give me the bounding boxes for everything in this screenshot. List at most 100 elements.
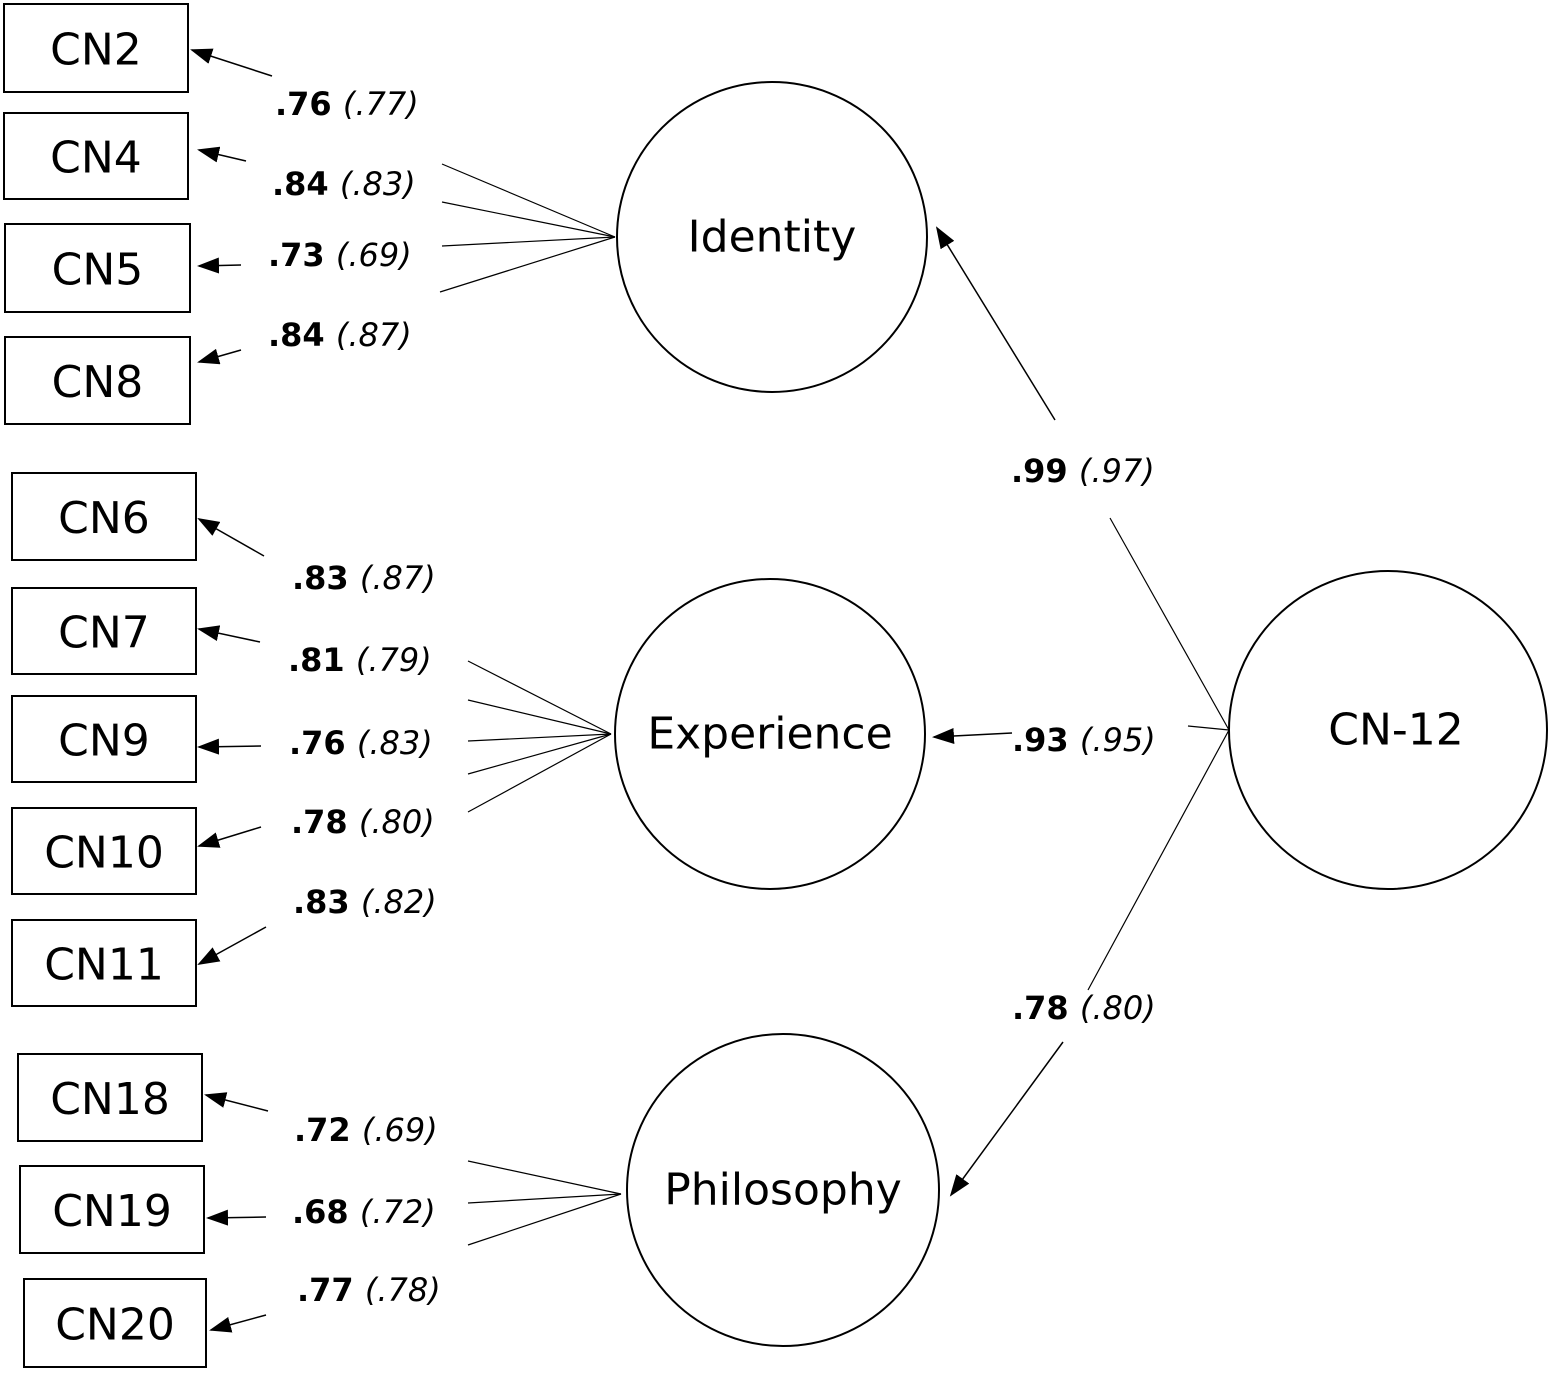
philosophy-fan-line [467,1193,622,1246]
cn11-loading-value: .83 [293,883,361,921]
cn6-indicator-label: CN6 [58,493,150,544]
cn9-loading-alt-value: (.83) [357,724,433,762]
cn9-indicator-box [11,695,197,783]
cn11-indicator-box [11,919,197,1007]
cn8-indicator-box [4,336,191,425]
philosophy-second-order-arrow [949,1041,1064,1197]
cn5-indicator-box [4,223,191,313]
cn5-loading-alt-value: (.69) [336,236,412,274]
philosophy-second-order-alt-value: (.80) [1080,989,1156,1027]
philosophy-second-order-line [1087,729,1230,991]
cn20-loading-arrow [209,1314,267,1333]
cn10-loading-value: .78 [291,803,359,841]
experience-factor-label: Experience [647,709,892,760]
cn-12-second-order-circle [1228,570,1548,890]
diagram-shapes: IdentityCN2CN4CN5CN8ExperienceCN6CN7CN9C… [3,3,1548,1368]
identity-fan-line [439,236,616,293]
cn6-loading-label: .83 (.87) [292,559,436,597]
cn5-loading-value: .73 [268,236,336,274]
cn9-loading-arrow [197,738,262,755]
philosophy-factor-label: Philosophy [664,1165,902,1216]
cn7-indicator-box [11,587,197,675]
cn4-loading-alt-value: (.83) [340,165,416,203]
cn11-indicator-label: CN11 [44,940,164,991]
identity-factor-label: Identity [688,212,857,263]
cn4-loading-arrow [197,146,247,163]
cn2-indicator-label: CN2 [50,25,142,76]
cn20-indicator-label: CN20 [55,1300,175,1351]
cn11-loading-label: .83 (.82) [293,883,437,921]
cn7-loading-alt-value: (.79) [356,641,432,679]
cn10-indicator-label: CN10 [44,828,164,879]
cn20-loading-alt-value: (.78) [365,1271,441,1309]
cn19-indicator-box [19,1165,205,1254]
cn2-loading-label: .76 (.77) [275,85,419,123]
cn5-indicator-label: CN5 [52,245,144,296]
cn-12-second-order-label: CN-12 [1328,705,1464,756]
cn18-loading-value: .72 [294,1111,362,1149]
cn11-loading-alt-value: (.82) [361,883,437,921]
cn20-loading-label: .77 (.78) [297,1271,441,1309]
cn10-indicator-box [11,807,197,895]
experience-second-order-label: .93 (.95) [1012,721,1156,759]
philosophy-fan-line [467,1160,622,1195]
cn18-indicator-box [17,1053,203,1142]
coefficient-labels: .76 (.77).84 (.83).73 (.69).84 (.87).99 … [268,85,1156,1309]
cn10-loading-label: .78 (.80) [291,803,435,841]
cn6-loading-arrow [197,518,265,557]
philosophy-second-order-value: .78 [1012,989,1080,1027]
experience-fan-line [467,699,612,735]
experience-second-order-arrow [932,727,1013,744]
experience-fan-line [467,733,612,742]
experience-factor-circle [614,578,926,890]
philosophy-factor-circle [626,1033,940,1347]
cn2-loading-arrow [190,48,273,77]
cn2-indicator-box [3,3,189,93]
cn8-loading-alt-value: (.87) [336,316,412,354]
cn8-loading-arrow [197,348,242,365]
cn19-loading-arrow [206,1209,267,1226]
identity-fan-line [441,163,616,238]
identity-factor-circle [616,81,928,393]
cn8-loading-value: .84 [268,316,336,354]
philosophy-second-order-label: .78 (.80) [1012,989,1156,1027]
identity-fan-line [441,236,616,247]
cn7-loading-arrow [197,625,261,643]
cn4-indicator-box [3,112,189,200]
philosophy-fan-line [467,1193,622,1204]
cn19-loading-alt-value: (.72) [360,1193,436,1231]
cn7-loading-label: .81 (.79) [288,641,432,679]
identity-fan-line [441,201,616,238]
cn18-loading-alt-value: (.69) [362,1111,438,1149]
cn9-indicator-label: CN9 [58,716,150,767]
cn4-indicator-label: CN4 [50,133,142,184]
cn18-loading-arrow [204,1092,269,1112]
identity-second-order-label: .99 (.97) [1011,452,1155,490]
identity-second-order-arrow [935,226,1056,421]
cn2-loading-alt-value: (.77) [343,85,419,123]
experience-fan-line [467,660,612,735]
cn7-loading-value: .81 [288,641,356,679]
cn9-loading-value: .76 [289,724,357,762]
cn20-indicator-box [23,1278,207,1368]
cn18-loading-label: .72 (.69) [294,1111,438,1149]
experience-fan-line [467,733,612,813]
cn9-loading-label: .76 (.83) [289,724,433,762]
identity-second-order-alt-value: (.97) [1079,452,1155,490]
cn4-loading-value: .84 [272,165,340,203]
cn5-loading-arrow [197,257,242,274]
cn11-loading-arrow [197,926,267,965]
cn8-loading-label: .84 (.87) [268,316,412,354]
cn6-loading-value: .83 [292,559,360,597]
cn19-loading-value: .68 [292,1193,360,1231]
cn7-indicator-label: CN7 [58,608,150,659]
identity-second-order-line [1109,517,1230,731]
cn6-indicator-box [11,472,197,561]
cn19-indicator-label: CN19 [52,1186,172,1237]
experience-second-order-alt-value: (.95) [1080,721,1156,759]
cn10-loading-alt-value: (.80) [359,803,435,841]
cn2-loading-value: .76 [275,85,343,123]
cn18-indicator-label: CN18 [50,1074,170,1125]
cn8-indicator-label: CN8 [52,357,144,408]
